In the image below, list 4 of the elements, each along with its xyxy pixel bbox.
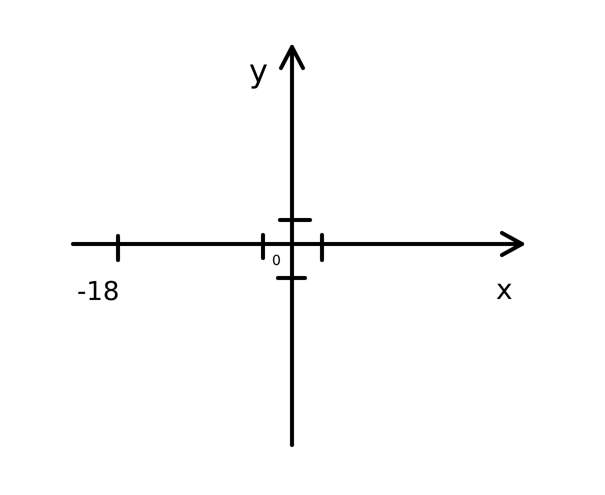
y-axis-label: y (249, 55, 268, 87)
tick-label: -18 (77, 279, 120, 305)
x-axis-label: x (496, 276, 513, 304)
origin-label: 0 (272, 254, 281, 268)
